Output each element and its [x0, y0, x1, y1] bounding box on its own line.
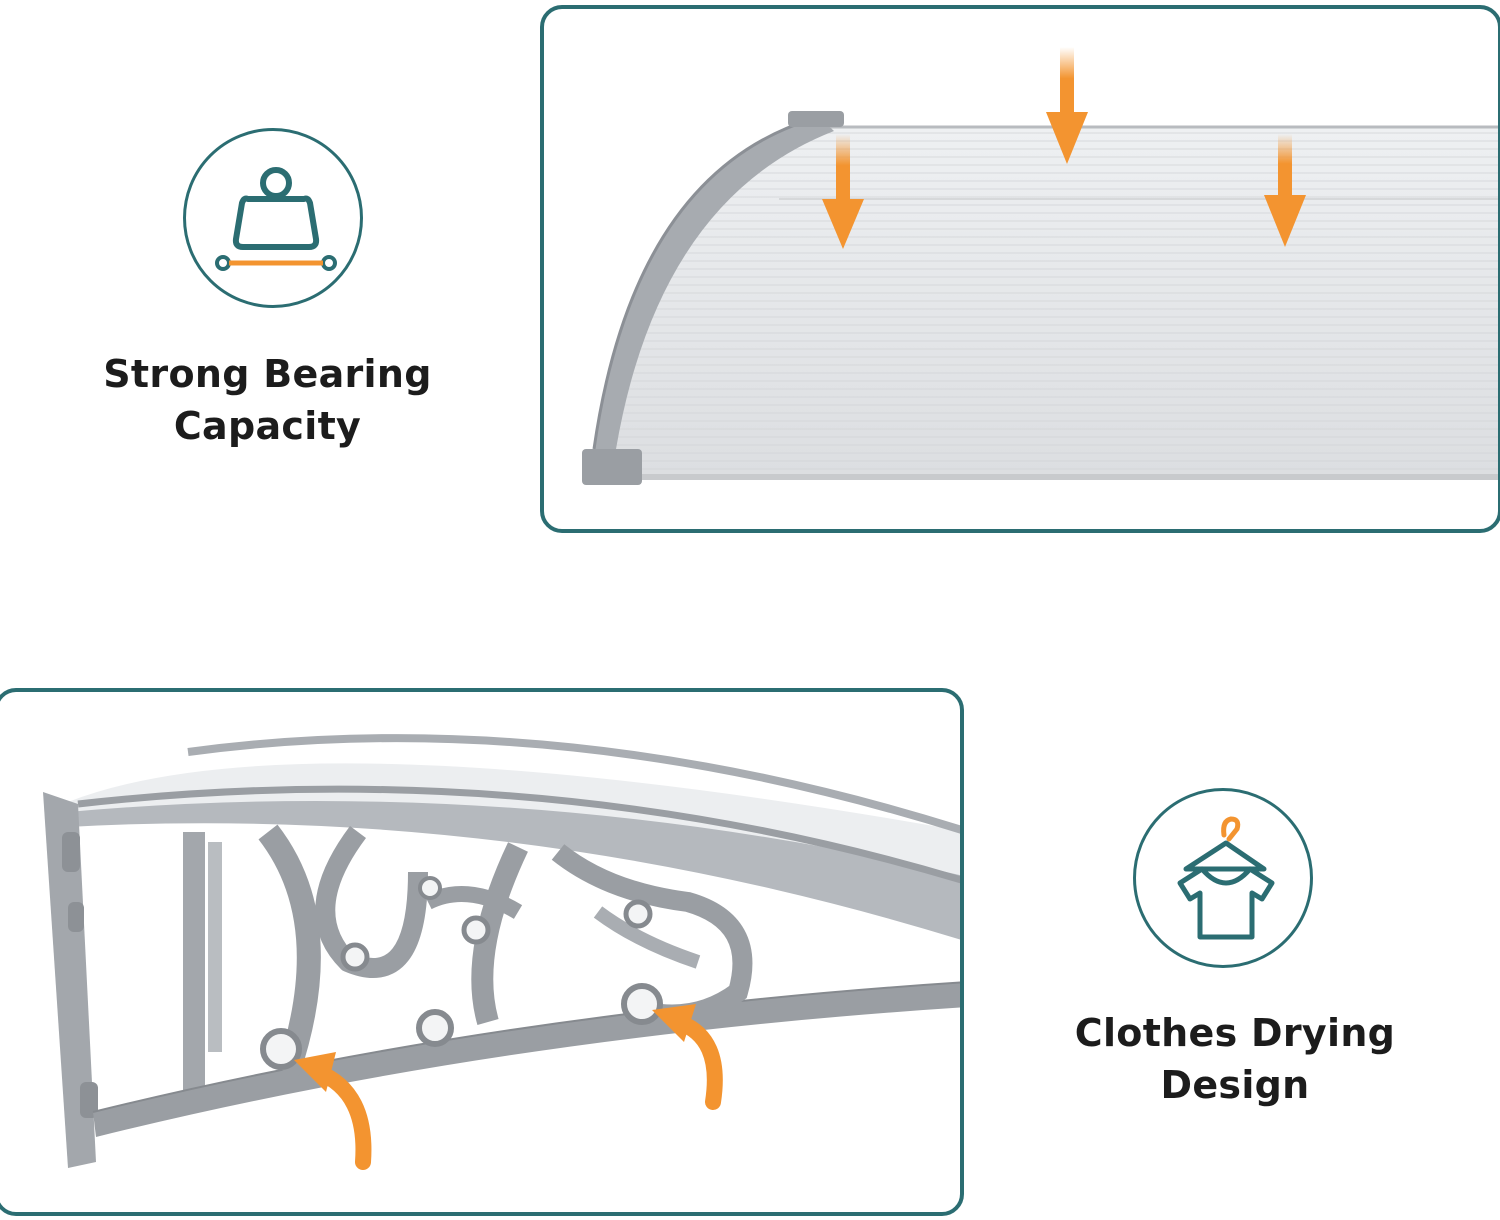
drying-caption-line1: Clothes Drying: [1074, 1011, 1396, 1055]
drying-icon-circle: [1133, 788, 1313, 968]
bearing-icon-circle: [183, 128, 363, 308]
awning-top-illustration: [582, 47, 1498, 485]
bearing-photo-panel: [540, 5, 1500, 533]
load-arrow-icon: [822, 134, 864, 249]
load-arrow-icon: [1046, 47, 1088, 164]
shirt-hanger-icon: [1177, 816, 1275, 940]
drying-caption-line2: Design: [1160, 1063, 1310, 1107]
bearing-caption-line2: Capacity: [173, 404, 362, 448]
hook-arrow-icon: [652, 1004, 723, 1110]
awning-bracket-illustration: [43, 734, 960, 1170]
load-arrow-icon: [1264, 134, 1306, 247]
bearing-caption-line1: Strong Bearing: [103, 352, 432, 396]
drying-caption: Clothes Drying Design: [1050, 1007, 1420, 1111]
bearing-caption: Strong Bearing Capacity: [80, 348, 455, 452]
clothes-drying-photo-panel: [0, 688, 964, 1216]
hook-arrow-icon: [294, 1052, 372, 1170]
weight-icon: [215, 167, 337, 271]
